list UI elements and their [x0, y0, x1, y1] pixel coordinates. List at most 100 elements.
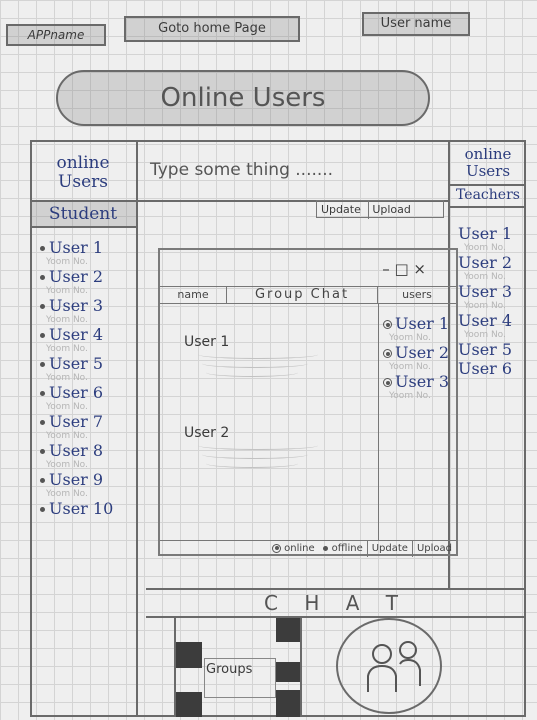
status-dot-icon: [40, 449, 45, 454]
online-status[interactable]: online: [268, 541, 319, 557]
student-user-10[interactable]: User 10: [40, 499, 136, 518]
message-input-placeholder[interactable]: Type some thing .......: [150, 160, 334, 180]
student-section-label: Student: [30, 202, 136, 228]
room-number: Yoom No.: [46, 489, 88, 499]
user-name: User 3: [395, 372, 450, 391]
chat-upload-button[interactable]: Upload: [411, 541, 456, 557]
status-dot-icon: [40, 362, 45, 367]
chat-message: User 2: [184, 425, 368, 468]
status-dot-icon: [40, 304, 45, 309]
teacher-user-5[interactable]: User 5: [458, 340, 526, 359]
chat-messages-pane: User 1 User 2: [160, 304, 378, 540]
status-dot-icon: [40, 420, 45, 425]
user-name: User 2: [49, 267, 104, 286]
online-users-banner: Online Users: [56, 70, 430, 126]
update-button[interactable]: Update: [321, 203, 361, 216]
online-radio-icon: [272, 543, 282, 553]
offline-status[interactable]: offline: [319, 541, 367, 557]
selected-radio-icon: [383, 349, 392, 358]
room-number: Yoom No.: [46, 431, 88, 441]
upload-button[interactable]: Upload: [368, 201, 414, 219]
user-name: User 3: [458, 282, 513, 301]
window-controls[interactable]: – □ ×: [382, 260, 426, 278]
status-dot-icon: [40, 275, 45, 280]
app-name-label: APPname: [6, 24, 106, 46]
user-name: User 1: [458, 224, 513, 243]
status-dot-icon: [40, 478, 45, 483]
online-label: online: [284, 543, 315, 554]
message-text-line: [198, 350, 318, 359]
chat-title: Group Chat: [254, 287, 350, 302]
message-text-line: [198, 441, 318, 450]
chat-footer: online offline Update Upload: [160, 540, 456, 557]
status-dot-icon: [40, 333, 45, 338]
tab-name[interactable]: name: [160, 287, 227, 303]
room-number: Yoom No.: [46, 257, 88, 267]
room-number: Yoom No.: [464, 301, 506, 311]
user-name: User 6: [458, 359, 513, 378]
user-name: User 2: [395, 343, 450, 362]
room-number: Yoom No.: [464, 330, 506, 340]
user-name: User 9: [49, 470, 104, 489]
status-dot-icon: [40, 391, 45, 396]
message-composer[interactable]: Type some thing .......: [138, 140, 448, 202]
message-sender: User 1: [184, 334, 230, 350]
selected-radio-icon: [383, 378, 392, 387]
user-name: User 5: [49, 354, 104, 373]
user-name: User 6: [49, 383, 104, 402]
user-name: User 7: [49, 412, 104, 431]
room-number: Yoom No.: [464, 243, 506, 253]
user-name: User 3: [49, 296, 104, 315]
status-dot-icon: [40, 507, 45, 512]
user-name: User 4: [458, 311, 513, 330]
selected-radio-icon: [383, 320, 392, 329]
chat-update-button[interactable]: Update: [366, 541, 412, 557]
chat-window-titlebar: – □ ×: [160, 250, 456, 287]
home-page-link[interactable]: Goto home Page: [124, 16, 300, 42]
user-name-button[interactable]: User name: [362, 12, 470, 36]
group-avatar[interactable]: [336, 618, 442, 714]
chat-section-label: C H A T: [264, 591, 408, 615]
room-number: Yoom No.: [46, 460, 88, 470]
offline-dot-icon: [322, 545, 328, 551]
right-panel-heading: online Users: [450, 140, 526, 186]
left-panel-heading: online Users: [30, 140, 136, 202]
group-chat-window[interactable]: – □ × name Group Chat users User 1 User 2…: [158, 248, 458, 557]
room-number: Yoom No.: [389, 391, 431, 401]
room-number: Yoom No.: [389, 333, 431, 343]
room-number: Yoom No.: [46, 402, 88, 412]
chat-section-strip: C H A T: [146, 588, 526, 618]
composer-actions: Update Upload: [316, 200, 444, 219]
message-text-line: [202, 359, 308, 368]
room-number: Yoom No.: [46, 315, 88, 325]
teacher-user-6[interactable]: User 6: [458, 359, 526, 378]
room-number: Yoom No.: [464, 272, 506, 282]
user-name: User 2: [458, 253, 513, 272]
chat-tab-row: name Group Chat users: [160, 287, 456, 304]
tab-users[interactable]: users: [377, 287, 456, 303]
user-name: User 8: [49, 441, 104, 460]
people-icon: [367, 641, 421, 692]
groups-tile[interactable]: Groups: [174, 618, 302, 717]
room-number: Yoom No.: [46, 286, 88, 296]
message-text-line: [206, 459, 298, 468]
groups-label: Groups: [206, 662, 253, 677]
